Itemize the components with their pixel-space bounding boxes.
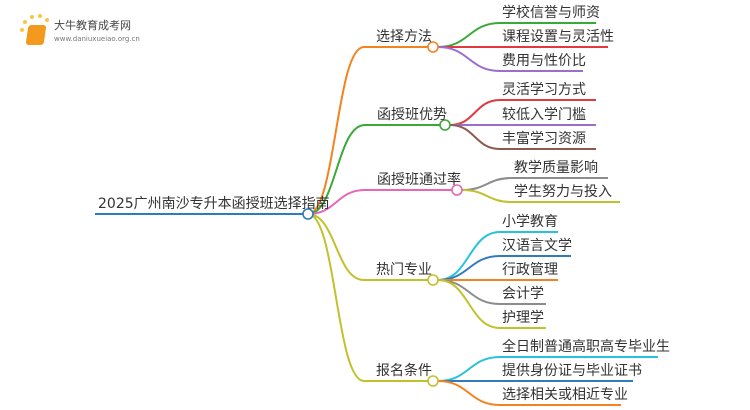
branch-connector bbox=[307, 213, 365, 382]
leaf-node[interactable]: 教学质量影响 bbox=[514, 160, 598, 176]
root-node[interactable]: 2025广州南沙专升本函授班选择指南 bbox=[98, 196, 330, 212]
branch-connector bbox=[307, 124, 366, 215]
leaf-node[interactable]: 行政管理 bbox=[502, 262, 558, 278]
branch-connector bbox=[307, 46, 365, 215]
branch-node[interactable]: 热门专业 bbox=[376, 262, 432, 278]
leaf-node[interactable]: 护理学 bbox=[502, 310, 544, 326]
root-collapse-toggle[interactable] bbox=[302, 208, 314, 220]
leaf-node[interactable]: 全日制普通高职高专毕业生 bbox=[502, 338, 670, 355]
branch-collapse-toggle[interactable] bbox=[427, 274, 439, 286]
branch-node[interactable]: 函授班优势 bbox=[377, 107, 447, 123]
leaf-node[interactable]: 丰富学习资源 bbox=[502, 130, 586, 147]
leaf-connector bbox=[437, 22, 501, 48]
leaf-node[interactable]: 学校信誉与师资 bbox=[502, 4, 600, 21]
leaf-connector bbox=[449, 124, 501, 150]
branch-collapse-toggle[interactable] bbox=[427, 375, 439, 387]
leaf-node[interactable]: 费用与性价比 bbox=[502, 53, 586, 69]
branch-node[interactable]: 函授班通过率 bbox=[377, 171, 461, 188]
branch-connector bbox=[307, 189, 366, 215]
logo: 大牛教育成考网 www.daniuxueiao.org.cn bbox=[18, 14, 208, 54]
leaf-connector bbox=[449, 99, 501, 126]
leaf-node[interactable]: 选择相关或相近专业 bbox=[502, 387, 628, 403]
leaf-connector bbox=[437, 255, 501, 281]
leaf-connector bbox=[437, 380, 501, 406]
branch-collapse-toggle[interactable] bbox=[451, 184, 463, 196]
leaf-connector bbox=[437, 46, 501, 72]
logo-title: 大牛教育成考网 bbox=[54, 19, 131, 32]
leaf-connector bbox=[437, 279, 501, 305]
leaf-connector bbox=[461, 177, 513, 191]
leaf-node[interactable]: 学生努力与投入 bbox=[514, 184, 612, 200]
branch-collapse-toggle[interactable] bbox=[439, 119, 451, 131]
leaf-node[interactable]: 会计学 bbox=[502, 286, 544, 302]
leaf-node[interactable]: 较低入学门槛 bbox=[502, 107, 586, 123]
branch-connector bbox=[307, 213, 365, 281]
leaf-node[interactable]: 小学教育 bbox=[502, 214, 558, 230]
branch-node[interactable]: 报名条件 bbox=[376, 362, 432, 379]
logo-url: www.daniuxueiao.org.cn bbox=[54, 35, 140, 43]
leaf-node[interactable]: 灵活学习方式 bbox=[502, 82, 586, 98]
leaf-connector bbox=[461, 189, 513, 203]
branch-node[interactable]: 选择方法 bbox=[376, 29, 432, 45]
leaf-connector bbox=[437, 356, 501, 382]
branch-collapse-toggle[interactable] bbox=[427, 41, 439, 53]
leaf-node[interactable]: 课程设置与灵活性 bbox=[502, 29, 614, 45]
leaf-node[interactable]: 汉语言文学 bbox=[502, 238, 572, 254]
leaf-node[interactable]: 提供身份证与毕业证书 bbox=[502, 363, 642, 379]
leaf-connector bbox=[437, 279, 501, 329]
